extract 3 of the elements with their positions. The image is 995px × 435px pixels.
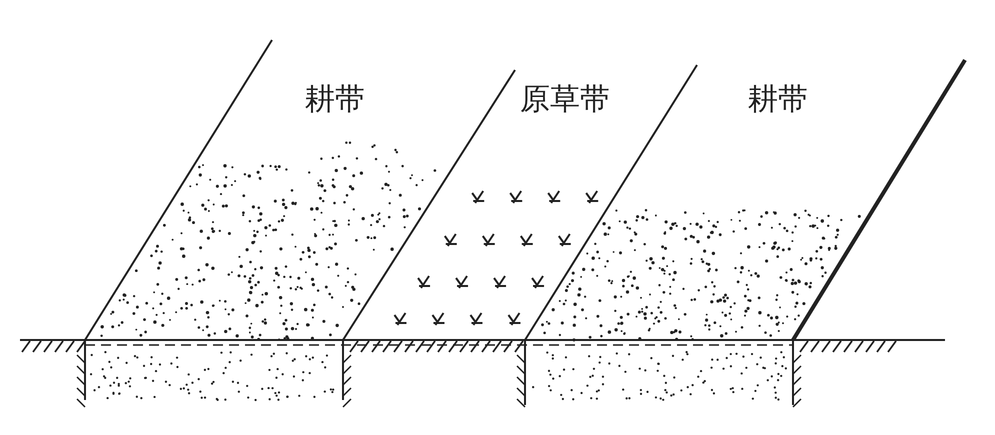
strip-label: 耕带 <box>305 85 365 115</box>
strip-label: 耕带 <box>748 85 808 115</box>
strip-label: 原草带 <box>520 85 610 115</box>
